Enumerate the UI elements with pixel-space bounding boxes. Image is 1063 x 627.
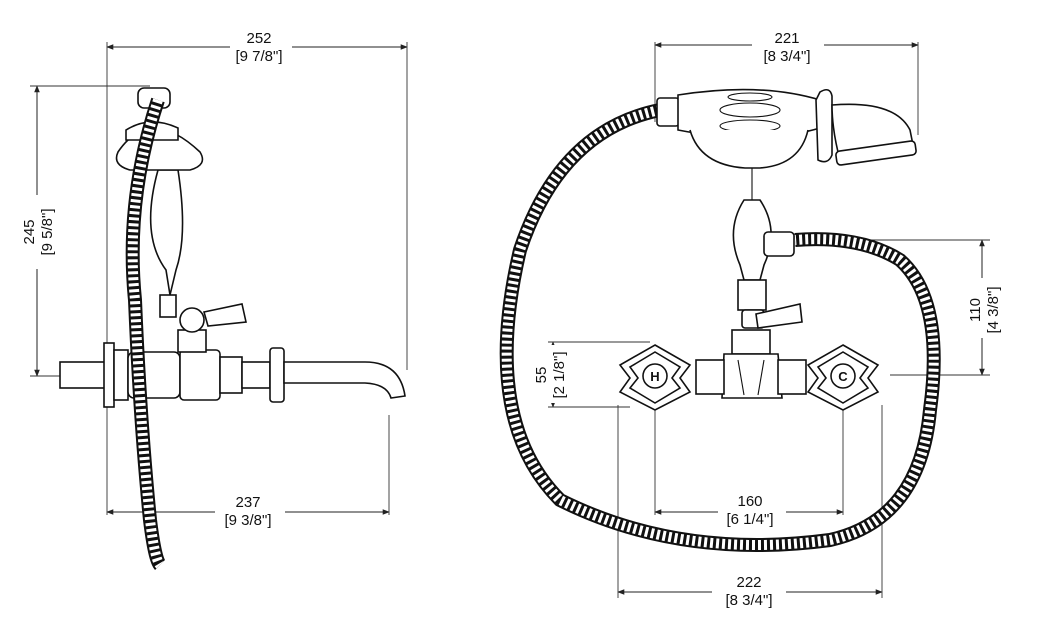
cold-label: C [838, 369, 848, 384]
dim-handle-height-inch: [2 1/8"] [551, 351, 568, 398]
front-view: 221 [8 3/4"] 55 [2 1/8"] 110 [4 3/8"] 16… [499, 28, 1008, 610]
dim-side-width-inch: [9 7/8"] [235, 48, 282, 65]
dim-side-height-mm: 245 [21, 219, 38, 244]
dim-side-width-mm: 252 [246, 30, 271, 47]
dim-overall-width-inch: [8 3/4"] [725, 592, 772, 609]
dim-centers-mm: 160 [737, 493, 762, 510]
hot-handle: H [618, 344, 692, 411]
dim-cradle-height-inch: [4 3/8"] [985, 286, 1002, 333]
dim-centers-inch: [6 1/4"] [726, 511, 773, 528]
front-hose [499, 103, 941, 552]
cold-handle: C [806, 344, 880, 411]
dim-handshower-width-inch: [8 3/4"] [763, 48, 810, 65]
side-faucet-body [59, 87, 406, 408]
dim-overall-width-mm: 222 [736, 574, 761, 591]
dim-side-projection-inch: [9 3/8"] [224, 512, 271, 529]
hot-label: H [650, 369, 659, 384]
dim-side-projection-mm: 237 [235, 494, 260, 511]
dim-handle-height-mm: 55 [533, 367, 550, 384]
handshower [656, 88, 917, 200]
front-riser [695, 199, 807, 399]
dim-cradle-height-mm: 110 [967, 298, 984, 322]
side-view: 252 [9 7/8"] 245 [9 5/8"] 237 [9 3/8"] [20, 30, 408, 570]
dim-handshower-width-mm: 221 [774, 30, 799, 47]
dim-side-height-inch: [9 5/8"] [39, 208, 56, 255]
side-hose [125, 97, 166, 570]
